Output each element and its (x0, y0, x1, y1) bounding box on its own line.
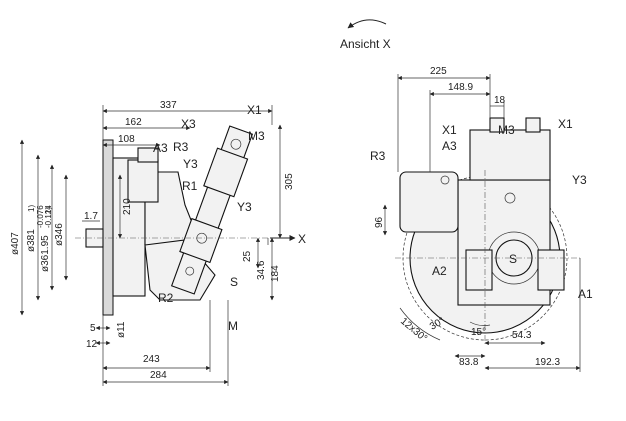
label-x1: X1 (247, 103, 262, 117)
port-a3 (137, 147, 159, 163)
dim-192-3: 192.3 (535, 357, 560, 368)
label-x1-right: X1 (558, 117, 573, 131)
dim-dia407: ø407 (10, 232, 21, 255)
label-a3: A3 (153, 141, 168, 155)
label-y3-upper: Y3 (183, 157, 198, 171)
label-m: M (228, 319, 238, 333)
dim-284: 284 (150, 370, 167, 381)
angle-12x30: 12x30° (398, 316, 429, 345)
label-r1: R1 (182, 179, 198, 193)
port-x1-fitting (489, 117, 505, 133)
dim-243: 243 (143, 354, 160, 365)
view-caption: Ansicht X (340, 19, 391, 51)
dim-dia381-footnote: 1) (27, 205, 36, 212)
dim-1-7: 1.7 (84, 211, 98, 222)
dim-dia381: ø381 (26, 229, 37, 252)
dim-54-3: 54.3 (512, 330, 532, 341)
dim-34-6: 34.6 (256, 260, 267, 280)
port-block (127, 159, 159, 203)
port-r3-block (399, 171, 459, 233)
label-m3: M3 (248, 129, 265, 143)
dim-148-9: 148.9 (448, 82, 473, 93)
label-r3: R3 (173, 140, 189, 154)
label-s: S (230, 275, 238, 289)
dim-dia361-footnote: 1) (44, 207, 53, 214)
label-s: S (509, 252, 517, 266)
control-valve (170, 125, 254, 295)
label-a1: A1 (578, 287, 593, 301)
side-view: 337 162 108 305 210 25 34.6 184 243 284 … (10, 100, 306, 386)
label-r2: R2 (158, 291, 174, 305)
view-caption-text: Ansicht X (340, 37, 391, 51)
dim-96: 96 (374, 216, 385, 228)
dim-184: 184 (270, 265, 281, 282)
dim-dia361-tol-lower: -0.124 (44, 205, 53, 228)
control-block (469, 129, 551, 181)
label-x3: X3 (181, 117, 196, 131)
dim-12: 12 (86, 339, 98, 350)
dim-162: 162 (125, 117, 142, 128)
angle-15: 15° (471, 327, 486, 338)
dim-305: 305 (284, 173, 295, 190)
port-a2 (465, 249, 493, 291)
port-x1b-fitting (525, 117, 541, 133)
dim-5: 5 (90, 323, 96, 334)
label-y3-lower: Y3 (237, 200, 252, 214)
label-x-view-arrow: X (298, 232, 306, 246)
label-x1: X1 (442, 123, 457, 137)
label-r3: R3 (370, 149, 386, 163)
dim-dia361: ø361.95 (40, 235, 51, 272)
label-m3: M3 (498, 123, 515, 137)
dim-dia361-tol-upper: -0.076 (36, 205, 45, 228)
port-a1 (537, 249, 565, 291)
label-a3: A3 (442, 139, 457, 153)
label-y3: Y3 (572, 173, 587, 187)
dim-18: 18 (494, 95, 506, 106)
label-a2: A2 (432, 264, 447, 278)
dim-25: 25 (242, 250, 253, 262)
dim-337: 337 (160, 100, 177, 111)
dim-83-8: 83.8 (459, 357, 479, 368)
dim-108: 108 (118, 134, 135, 145)
dim-225: 225 (430, 66, 447, 77)
dim-dia346: ø346 (54, 223, 65, 246)
front-view: 225 148.9 18 96 54.3 83.8 192.3 15° 30° … (370, 66, 593, 372)
flange (102, 139, 114, 316)
dim-dia11: ø11 (116, 321, 127, 338)
dim-210: 210 (122, 198, 133, 215)
